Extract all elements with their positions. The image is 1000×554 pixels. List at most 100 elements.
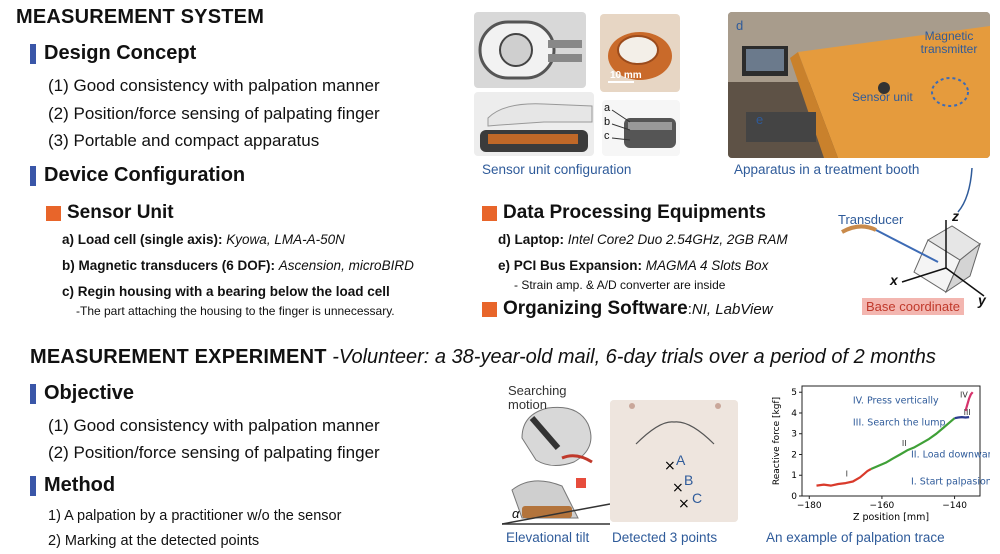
tilt-line — [502, 503, 611, 525]
list-item: 2) Marking at the detected points — [48, 533, 260, 549]
trace-annotation: IV. Press vertically — [853, 396, 939, 407]
detected-caption: Detected 3 points — [612, 530, 718, 545]
apparatus-photo-image: d e Sensor unit Magnetic transmitter — [728, 12, 990, 158]
sensor-cross-section-image: a b c — [602, 100, 680, 156]
heading-bar-icon — [30, 383, 36, 404]
photo-label-e: e — [756, 112, 764, 127]
transducer-label: Transducer — [838, 212, 904, 227]
heading-data-processing: Data Processing Equipments — [482, 202, 766, 224]
searching-motion-label: Searching motion — [508, 383, 567, 412]
heading-bar-icon — [30, 475, 36, 496]
item-label: a) Load cell (single axis): — [62, 232, 227, 247]
phase-label: IV — [960, 390, 968, 399]
transducer-cable — [841, 224, 877, 234]
pointer-line — [957, 168, 973, 213]
x-tick-label: −140 — [942, 501, 967, 511]
heading-text: Organizing Software — [503, 298, 688, 319]
heading-square-icon — [482, 301, 497, 317]
sensor-side-view-image — [474, 92, 594, 156]
note-text: -The part attaching the housing to the f… — [76, 304, 395, 318]
svg-text:×: × — [672, 480, 684, 496]
svg-text:×: × — [664, 458, 676, 474]
list-item: (1) Good consistency with palpation mann… — [48, 416, 380, 435]
heading-colon: : — [687, 300, 692, 318]
heading-bar-icon — [30, 165, 36, 186]
item-detail: Intel Core2 Duo 2.54GHz, 2GB RAM — [567, 232, 788, 247]
x-tick-label: −160 — [870, 501, 895, 511]
transducer-vector — [875, 229, 939, 263]
svg-text:×: × — [678, 496, 690, 512]
title-text: MEASUREMENT EXPERIMENT — [30, 346, 327, 368]
section-title-measurement-system: MEASUREMENT SYSTEM — [16, 6, 265, 28]
part-label-c: c — [604, 130, 610, 142]
sensor-marker — [576, 478, 586, 488]
point-label-c: C — [692, 490, 703, 506]
scale-label: 10 mm — [610, 70, 642, 81]
part-label-a: a — [604, 102, 611, 114]
x-tick-label: −180 — [797, 501, 822, 511]
y-tick-label: 2 — [791, 450, 797, 460]
sensor-photo-image: 10 mm — [600, 14, 680, 92]
y-axis — [945, 267, 985, 297]
item-detail: Kyowa, LMA-A-50N — [226, 232, 345, 247]
sensor-top-view-image — [474, 12, 586, 88]
item-label: e) PCI Bus Expansion: — [498, 258, 646, 273]
y-tick-label: 1 — [791, 471, 797, 481]
heading-method: Method — [30, 474, 115, 497]
phase-label: I — [846, 469, 848, 478]
heading-device-configuration: Device Configuration — [30, 164, 245, 187]
x-axis — [901, 267, 947, 283]
axis-label-x: x — [890, 272, 898, 288]
elevational-caption: Elevational tilt — [506, 530, 590, 545]
list-item: (1) Good consistency with palpation mann… — [48, 76, 380, 95]
alpha-label: α — [512, 506, 520, 521]
coordinate-diagram — [841, 168, 985, 297]
photo-label-sensor-unit: Sensor unit — [852, 90, 913, 104]
phase-label: III — [964, 408, 971, 417]
list-item: a) Load cell (single axis): Kyowa, LMA-A… — [62, 232, 345, 247]
heading-objective: Objective — [30, 382, 134, 405]
axis-label-z: z — [952, 208, 959, 224]
trace-annotation: II. Load downward — [911, 450, 990, 461]
list-item: e) PCI Bus Expansion: MAGMA 4 Slots Box — [498, 258, 768, 273]
heading-text: Device Configuration — [44, 164, 246, 186]
phase-label: II — [902, 439, 907, 448]
list-item: c) Regin housing with a bearing below th… — [62, 284, 390, 299]
y-tick-label: 5 — [791, 388, 797, 398]
apparatus-caption: Apparatus in a treatment booth — [734, 162, 920, 177]
item-label: d) Laptop: — [498, 232, 568, 247]
list-item: 1) A palpation by a practitioner w/o the… — [48, 508, 342, 524]
heading-sensor-unit: Sensor Unit — [46, 202, 174, 224]
point-label-b: B — [684, 472, 694, 488]
heading-bar-icon — [30, 43, 36, 64]
subtitle-text: -Volunteer: a 38-year-old mail, 6-day tr… — [326, 346, 936, 368]
searching-motion-figure — [502, 406, 611, 525]
heading-square-icon — [46, 205, 61, 221]
photo-label-magnetic-transmitter: Magnetic transmitter — [920, 29, 978, 56]
list-item: (3) Portable and compact apparatus — [48, 131, 320, 150]
heading-text: Data Processing Equipments — [503, 202, 766, 223]
trace-series-line — [816, 468, 872, 487]
note-text: - Strain amp. & A/D converter are inside — [514, 278, 726, 292]
heading-text: Design Concept — [44, 42, 197, 64]
trace-annotation: III. Search the lump — [853, 417, 946, 428]
sensor-caption: Sensor unit configuration — [482, 162, 632, 177]
heading-text: Objective — [44, 382, 135, 404]
list-item: (2) Position/force sensing of palpating … — [48, 104, 380, 123]
heading-text: Sensor Unit — [67, 202, 174, 223]
software-detail: NI, LabView — [691, 300, 773, 318]
heading-text: Method — [44, 474, 116, 496]
heading-organizing-software: Organizing Software: NI, LabView — [482, 298, 773, 320]
trace-series-line — [964, 391, 974, 412]
axis-label-y: y — [978, 292, 986, 308]
heading-square-icon — [482, 205, 497, 221]
plot-frame — [801, 385, 981, 497]
item-detail: Ascension, microBIRD — [278, 258, 414, 273]
y-tick-label: 3 — [791, 430, 797, 440]
list-item: b) Magnetic transducers (6 DOF): Ascensi… — [62, 258, 414, 273]
motion-path — [561, 454, 593, 464]
y-tick-label: 4 — [791, 409, 797, 419]
trace-series-line — [870, 417, 956, 471]
heading-design-concept: Design Concept — [30, 42, 196, 65]
